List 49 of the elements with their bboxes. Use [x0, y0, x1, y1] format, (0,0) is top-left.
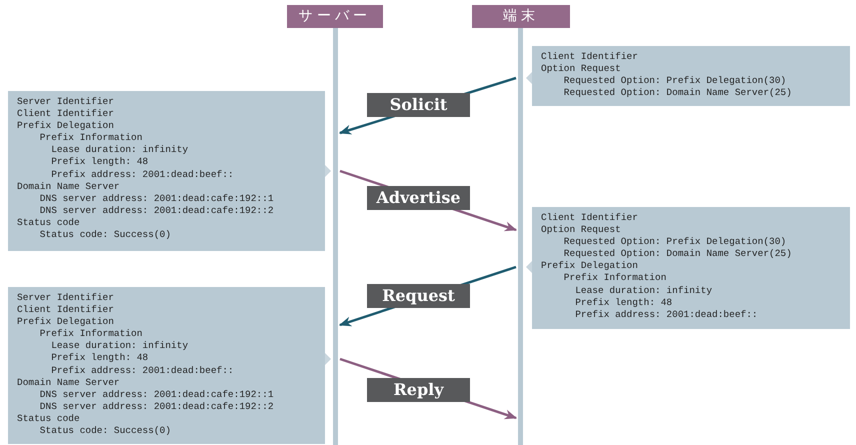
- field-line: DNS server address: 2001:dead:cafe:192::2: [38, 400, 274, 413]
- field-line: Status code: [17, 412, 80, 426]
- field-line: Prefix length: 48: [574, 296, 672, 309]
- field-line: Prefix Delegation: [17, 316, 114, 328]
- field-line: Prefix Delegation: [541, 260, 638, 272]
- field-line: Requested Option: Domain Name Server(25): [562, 87, 792, 100]
- field-line: Status code: Success(0): [38, 425, 171, 438]
- field-line: Prefix Delegation: [17, 120, 114, 132]
- message-callout: [8, 287, 331, 444]
- field-line: Domain Name Server: [17, 180, 120, 193]
- lifeline: [333, 28, 338, 445]
- edge-label: Request: [367, 284, 470, 308]
- field-line: Prefix Information: [562, 272, 666, 285]
- field-line: Requested Option: Domain Name Server(25): [562, 248, 792, 260]
- field-line: Lease duration: infinity: [50, 340, 188, 352]
- message-callout: [526, 46, 850, 106]
- field-line: Lease duration: infinity: [50, 144, 188, 156]
- field-line: Lease duration: infinity: [574, 284, 712, 297]
- field-line: Prefix Information: [38, 328, 142, 340]
- field-line: Server Identifier: [17, 292, 114, 304]
- field-line: Client Identifier: [541, 51, 638, 64]
- field-line: Client Identifier: [541, 212, 638, 224]
- field-line: Prefix address: 2001:dead:beef::: [50, 168, 234, 181]
- edge-label: Advertise: [367, 186, 470, 210]
- field-line: Requested Option: Prefix Delegation(30): [562, 75, 786, 88]
- field-line: Client Identifier: [17, 108, 114, 120]
- field-line: Option Request: [541, 224, 621, 236]
- message-callout: [526, 207, 850, 329]
- field-line: Prefix length: 48: [50, 352, 148, 365]
- field-line: Status code: Success(0): [38, 229, 171, 242]
- field-line: DNS server address: 2001:dead:cafe:192::1: [38, 388, 274, 401]
- field-line: Client Identifier: [17, 304, 114, 316]
- lifeline-header: サーバー: [287, 5, 383, 28]
- field-line: Option Request: [541, 63, 621, 76]
- lifeline-header: 端末: [472, 5, 570, 28]
- field-line: DNS server address: 2001:dead:cafe:192::1: [38, 192, 274, 205]
- edge-label: Reply: [367, 378, 470, 402]
- message-callout: [8, 91, 331, 251]
- field-line: Prefix length: 48: [50, 156, 148, 169]
- field-line: DNS server address: 2001:dead:cafe:192::2: [38, 204, 274, 217]
- field-line: Prefix address: 2001:dead:beef::: [574, 308, 758, 321]
- field-line: Status code: [17, 216, 80, 230]
- field-line: Server Identifier: [17, 96, 114, 108]
- lifeline: [518, 28, 523, 445]
- field-line: Requested Option: Prefix Delegation(30): [562, 236, 786, 248]
- field-line: Domain Name Server: [17, 376, 120, 389]
- field-line: Prefix Information: [38, 132, 142, 144]
- field-line: Prefix address: 2001:dead:beef::: [50, 364, 234, 377]
- edge-label: Solicit: [367, 93, 470, 117]
